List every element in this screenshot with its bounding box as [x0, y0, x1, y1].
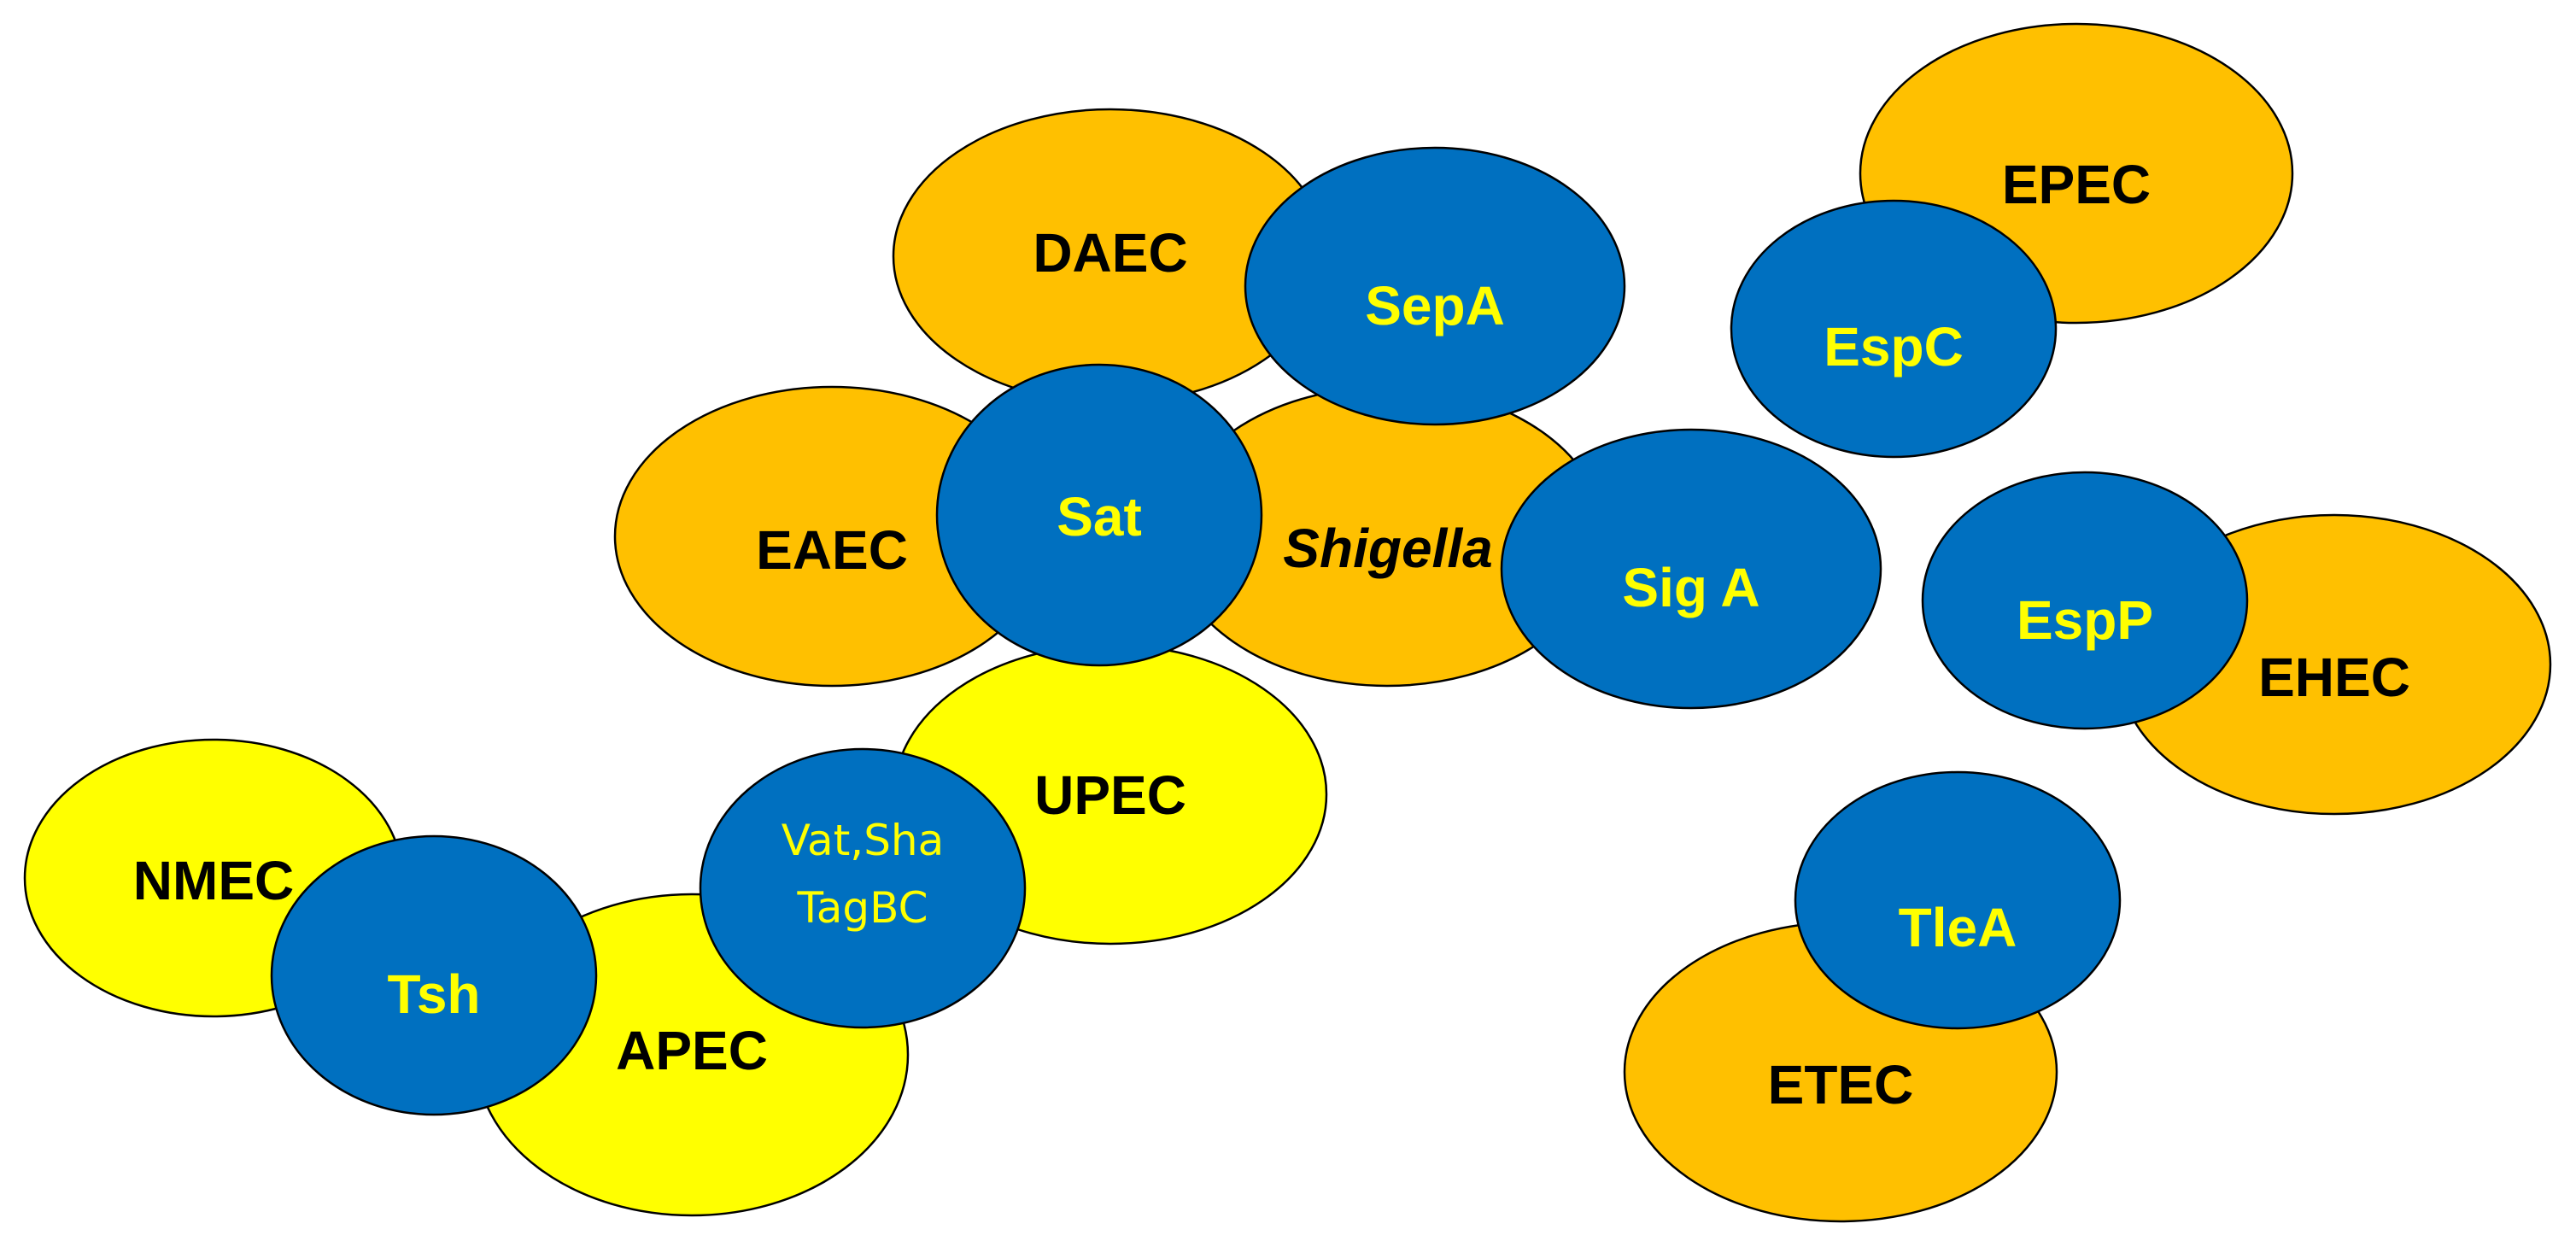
espp-label: EspP — [2017, 589, 2153, 651]
shigella-label: Shigella — [1283, 518, 1492, 579]
upec-label: UPEC — [1034, 764, 1186, 826]
epec-label: EPEC — [2002, 154, 2151, 215]
ehec-label: EHEC — [2258, 647, 2410, 708]
tsh-label: Tsh — [387, 963, 480, 1025]
daec-group: DAEC — [892, 108, 1329, 405]
sat-ellipse — [935, 363, 1263, 667]
nmec-label: NMEC — [133, 850, 294, 911]
sepa-ellipse — [1244, 146, 1626, 426]
apec-label: APEC — [616, 1020, 768, 1081]
espp-group: EspP — [1921, 471, 2249, 730]
espc-group: EspC — [1730, 199, 2058, 459]
tlea-group: TleA — [1794, 770, 2122, 1030]
siga-ellipse — [1500, 428, 1882, 710]
tsh-ellipse — [270, 834, 598, 1116]
sepa-group: SepA — [1244, 146, 1626, 426]
etec-label: ETEC — [1768, 1054, 1914, 1115]
sat-label: Sat — [1057, 486, 1142, 547]
shigella-group: Shigella — [1168, 385, 1606, 688]
daec-label: DAEC — [1033, 222, 1187, 284]
tsh-group: Tsh — [270, 834, 598, 1116]
tlea-ellipse — [1794, 770, 2122, 1030]
vat-sha-tagbc-group: Vat,Sha TagBC — [699, 747, 1027, 1029]
espp-ellipse — [1921, 471, 2249, 730]
siga-label: Sig A — [1622, 557, 1759, 618]
siga-group: Sig A — [1500, 428, 1882, 710]
eaec-group: EAEC — [613, 385, 1051, 688]
espc-ellipse — [1730, 199, 2058, 459]
vat-sha-tagbc-ellipse — [699, 747, 1027, 1029]
eaec-label: EAEC — [756, 519, 908, 581]
espc-label: EspC — [1824, 316, 1964, 378]
tagbc-label: TagBC — [797, 883, 928, 933]
vat-sha-label: Vat,Sha — [782, 816, 945, 865]
tlea-label: TleA — [1899, 897, 2017, 958]
sepa-label: SepA — [1365, 275, 1505, 337]
sat-group: Sat — [935, 363, 1263, 667]
